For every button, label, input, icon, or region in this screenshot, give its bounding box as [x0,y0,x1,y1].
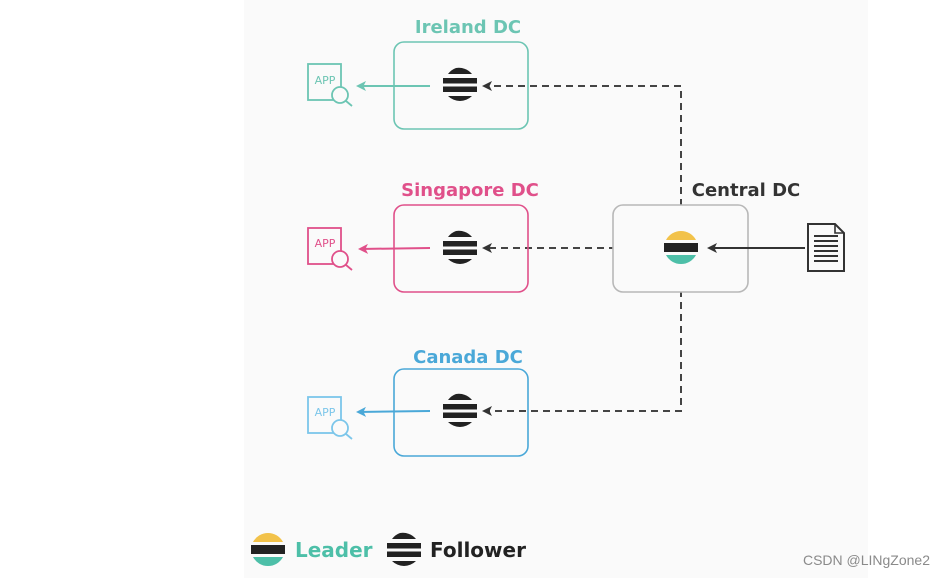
app-search-icon [307,396,353,440]
follower-node-icon [443,230,477,264]
legend-follower-label: Follower [430,538,526,562]
follower-node-icon [443,393,477,427]
central-dc-title: Central DC [692,180,800,201]
document-icon [807,223,845,272]
singapore-app-arrow [358,243,431,254]
canada-app-arrow [356,406,431,417]
singapore-dc-title: Singapore DC [401,180,539,201]
canada-dc-title: Canada DC [413,347,523,368]
watermark: CSDN @LINgZone2 [803,552,930,568]
link-central-to-canada [482,266,682,416]
legend-follower-icon [387,532,421,566]
legend-leader-icon [251,533,285,566]
legend: Leader Follower [251,532,526,566]
ireland-dc-title: Ireland DC [415,17,521,38]
ireland-dc: Ireland DC APP [307,17,529,130]
canada-app-label: APP [315,406,336,419]
app-search-icon [307,227,353,271]
central-dc: Central DC [612,180,845,293]
app-search-icon [307,63,353,107]
canada-dc: Canada DC APP [307,347,529,457]
link-central-to-ireland [482,81,682,230]
singapore-app-label: APP [315,237,336,250]
leader-node-icon [664,231,698,264]
singapore-dc: Singapore DC APP [307,180,539,293]
ireland-app-label: APP [315,74,336,87]
legend-leader-label: Leader [295,538,373,562]
follower-node-icon [443,67,477,101]
